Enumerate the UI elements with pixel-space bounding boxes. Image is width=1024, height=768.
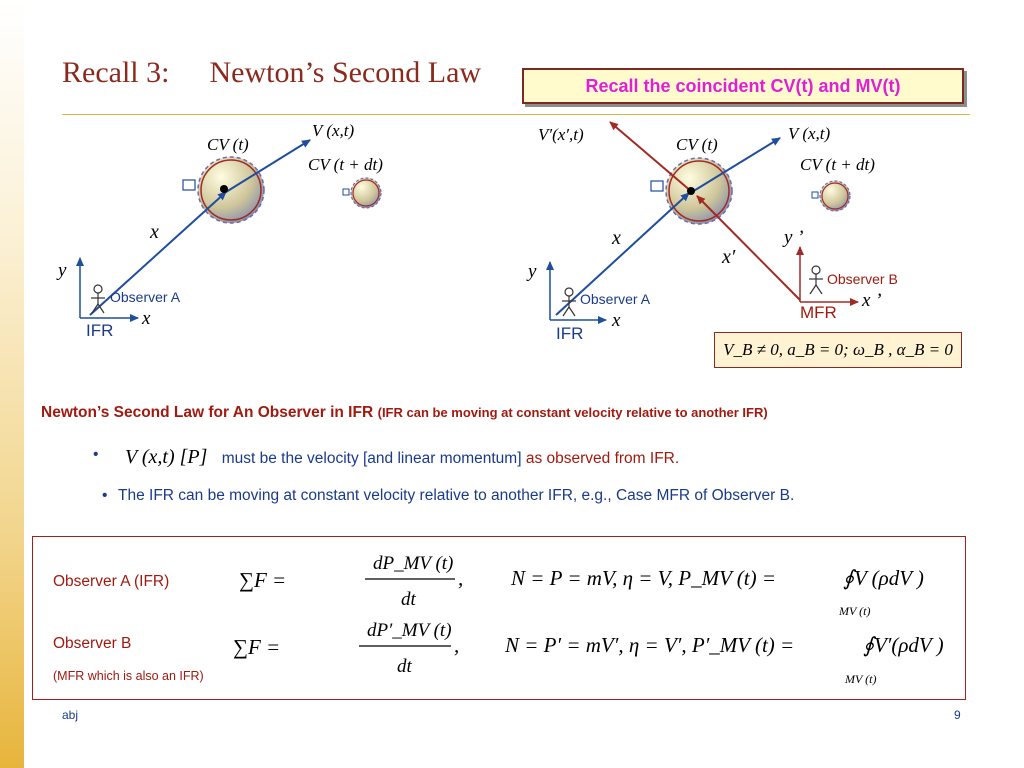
- equation-box: Observer A (IFR) Observer B (MFR which i…: [32, 536, 966, 700]
- observer-a-label: Observer A: [110, 289, 181, 305]
- eq-b-numerator: dP′_MV (t): [367, 620, 452, 641]
- material-point: [687, 187, 695, 195]
- cv-t-dt-label: CV (t + dt): [308, 155, 383, 174]
- observer-a-icon: [562, 287, 576, 317]
- bullet-item-1: • V (x,t) [P] must be the velocity [and …: [93, 446, 679, 469]
- material-volume-boundary: [668, 160, 730, 222]
- control-volume-small: [350, 177, 382, 209]
- y-prime-axis-label: y ’: [782, 227, 804, 248]
- outlet-port: [650, 180, 664, 192]
- x-vector-label: x: [149, 221, 159, 243]
- material-volume-boundary: [200, 159, 262, 221]
- section-heading-main: Newton’s Second Law for An Observer in I…: [41, 404, 374, 421]
- title-divider: [62, 114, 970, 115]
- eq-a-rest: N = P = mV, η = V, P_MV (t) =: [510, 566, 776, 590]
- eq-b-comma: ,: [454, 633, 459, 657]
- cv-t-label: CV (t): [676, 135, 718, 154]
- bullet-1-text: must be the velocity [and linear momentu…: [221, 450, 522, 467]
- title-prefix: Recall 3:: [62, 56, 170, 89]
- bullet-1-text-emphasis: as observed from IFR.: [525, 450, 680, 467]
- cv-t-label: CV (t): [207, 135, 249, 154]
- right-diagram: V′(x′,t) CV (t) V (x,t) CV (t + dt) x x′…: [526, 121, 898, 343]
- equations-figure: ∑F = dP_MV (t) dt , N = P = mV, η = V, P…: [233, 553, 944, 686]
- left-accent-bar: [0, 0, 24, 768]
- bullet-item-2: • The IFR can be moving at constant velo…: [102, 487, 794, 505]
- position-vector-x-prime: [696, 195, 801, 301]
- footer-author: abj: [62, 708, 79, 722]
- position-vector-x: [89, 191, 227, 316]
- kinematics-figure: CV (t) V (x,t) CV (t + dt) x y x Observe…: [56, 121, 898, 343]
- eq-b-rest: N = P′ = mV′, η = V′, P′_MV (t) =: [504, 633, 794, 657]
- v-x-t-label: V (x,t): [312, 121, 355, 140]
- x-vector-label: x: [611, 227, 621, 249]
- position-vector-x: [555, 192, 690, 316]
- outlet-port-small: [811, 191, 819, 199]
- eq-a-numerator: dP_MV (t): [373, 553, 453, 574]
- observer-b-note: (MFR which is also an IFR): [53, 669, 204, 683]
- observer-b-icon: [809, 265, 823, 295]
- y-axis-label: y: [526, 261, 537, 282]
- velocity-vector-v: [225, 139, 311, 193]
- section-heading-note: (IFR can be moving at constant velocity …: [377, 405, 768, 420]
- x-axis-label: x: [141, 308, 151, 329]
- observer-a-ifr-label: Observer A (IFR): [53, 573, 170, 590]
- bullet-1-math: V (x,t) [P]: [125, 446, 208, 468]
- control-volume-small: [819, 180, 851, 212]
- section-heading: Newton’s Second Law for An Observer in I…: [41, 404, 768, 422]
- material-volume-small: [821, 182, 849, 210]
- eq-b-integral: ∮V′(ρdV ): [863, 633, 944, 657]
- slide-title: Recall 3: Newton’s Second Law: [62, 56, 481, 90]
- observer-a-icon: [91, 284, 105, 314]
- eq-a-subscript: MV (t): [838, 604, 870, 618]
- v-prime-label: V′(x′,t): [538, 125, 584, 144]
- bullet-dot: •: [93, 446, 99, 463]
- bullet-dot: •: [102, 487, 108, 504]
- bullet-2-text: The IFR can be moving at constant veloci…: [118, 487, 795, 504]
- material-volume-small: [352, 179, 380, 207]
- ifr-label: IFR: [556, 324, 583, 343]
- v-x-t-label: V (x,t): [788, 124, 831, 143]
- x-axis-label: x: [611, 310, 621, 331]
- eq-b-subscript: MV (t): [844, 672, 876, 686]
- observer-b-label: Observer B: [827, 271, 898, 287]
- eq-b-lhs: ∑F =: [233, 635, 280, 659]
- left-diagram: CV (t) V (x,t) CV (t + dt) x y x Observe…: [56, 121, 383, 340]
- mfr-label: MFR: [800, 303, 837, 322]
- title-main: Newton’s Second Law: [209, 56, 482, 89]
- material-point: [220, 185, 228, 193]
- eq-a-denominator: dt: [401, 589, 417, 610]
- velocity-vector-v-prime: [609, 121, 693, 193]
- outlet-port: [182, 179, 196, 191]
- cv-t-dt-label: CV (t + dt): [800, 155, 875, 174]
- recall-callout-box: Recall the coincident CV(t) and MV(t): [522, 68, 964, 104]
- mfr-condition-box: V_B ≠ 0, a_B = 0; ω_B , α_B = 0: [714, 332, 962, 368]
- eq-a-integral: ∮V (ρdV ): [843, 566, 924, 590]
- outlet-port-small: [342, 188, 350, 196]
- observer-b-label: Observer B: [53, 635, 132, 652]
- ifr-label: IFR: [86, 321, 113, 340]
- eq-a-comma: ,: [458, 566, 463, 590]
- eq-b-denominator: dt: [397, 656, 413, 677]
- footer-page-number: 9: [954, 708, 961, 722]
- observer-a-label: Observer A: [580, 291, 651, 307]
- velocity-vector-v: [691, 137, 781, 193]
- eq-a-lhs: ∑F =: [239, 568, 286, 592]
- control-volume-large: [665, 157, 733, 225]
- x-prime-vector-label: x′: [721, 246, 736, 268]
- y-axis-label: y: [56, 260, 67, 281]
- x-prime-axis-label: x ’: [861, 290, 882, 311]
